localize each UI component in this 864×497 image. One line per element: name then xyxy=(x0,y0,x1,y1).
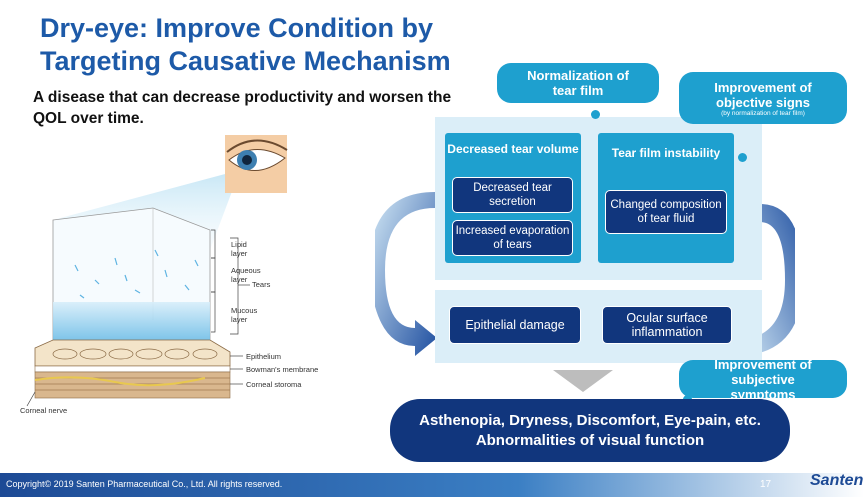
objective-signs-text: Improvement of objective signs xyxy=(714,79,812,110)
aqueous-layer-label: Aqueous layer xyxy=(231,266,261,284)
bowmans-membrane-label: Bowman's membrane xyxy=(246,365,319,374)
epithelial-damage-box: Epithelial damage xyxy=(449,306,581,344)
bubble-dot xyxy=(738,153,747,162)
changed-composition-box: Changed composition of tear fluid xyxy=(605,190,727,234)
ocular-surface-inflammation-box: Ocular surface inflammation xyxy=(602,306,732,344)
page-number: 17 xyxy=(760,479,772,490)
copyright-text: Copyright© 2019 Santen Pharmaceutical Co… xyxy=(6,479,283,489)
mucous-layer-label: Mucous layer xyxy=(231,306,258,324)
page-title: Dry-eye: Improve Condition by Targeting … xyxy=(40,13,451,76)
normalization-bubble: Normalization of tear film xyxy=(497,63,659,103)
decreased-tear-volume-title: Decreased tear volume xyxy=(447,142,579,156)
santen-logo: Santen xyxy=(810,472,864,489)
symptoms-line-2: Abnormalities of visual function xyxy=(475,431,705,449)
objective-signs-bubble: Improvement of objective signs (by norma… xyxy=(679,72,847,124)
symptoms-line-1: Asthenopia, Dryness, Discomfort, Eye-pai… xyxy=(419,411,761,429)
flow-arrows xyxy=(375,192,795,356)
corneal-stroma-label: Corneal storoma xyxy=(246,380,302,389)
epithelium-label: Epithelium xyxy=(246,352,282,361)
objective-signs-note: (by normalization of tear film) xyxy=(721,109,805,117)
footer-bar xyxy=(0,473,864,497)
lipid-layer-label: Lipid layer xyxy=(231,240,248,258)
down-arrow-icon xyxy=(553,370,613,392)
corneal-nerve-label: Corneal nerve xyxy=(20,406,68,415)
tear-column xyxy=(52,207,211,342)
subjective-symptoms-bubble: Improvement of subjective symptoms xyxy=(679,357,847,402)
tear-film-instability-title: Tear film instability xyxy=(611,146,721,160)
right-cycle-arrow xyxy=(735,192,795,356)
layer-brackets xyxy=(26,229,250,407)
tears-label: Tears xyxy=(252,280,271,289)
subtitle: A disease that can decrease productivity… xyxy=(33,89,452,127)
cornea-layers xyxy=(34,339,231,399)
symptoms-result: Asthenopia, Dryness, Discomfort, Eye-pai… xyxy=(390,399,790,462)
increased-evaporation-box: Increased evaporation of tears xyxy=(452,220,573,256)
cornea-illustration xyxy=(26,135,288,407)
decreased-tear-secretion-box: Decreased tear secretion xyxy=(452,177,573,213)
eye-icon xyxy=(225,135,288,193)
bubble-dot xyxy=(591,110,600,119)
left-cycle-arrow xyxy=(375,192,437,356)
